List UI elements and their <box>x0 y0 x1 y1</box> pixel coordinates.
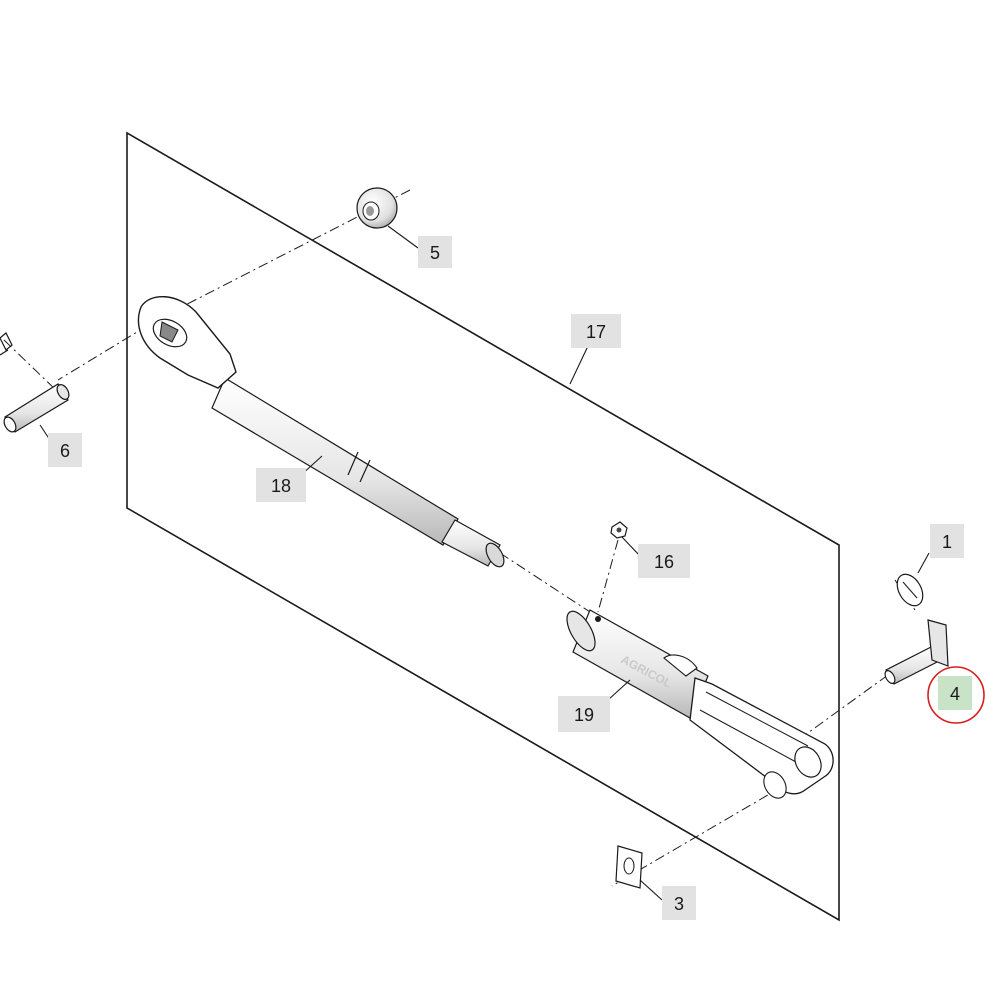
part-pin-right <box>884 619 949 685</box>
callout-label: 18 <box>271 476 291 496</box>
part-ball <box>356 187 398 229</box>
part-pin-left <box>3 383 70 433</box>
part-nut <box>610 521 628 539</box>
callout-18[interactable]: 18 <box>256 468 306 502</box>
callout-3[interactable]: 3 <box>662 886 696 920</box>
highlight-circle <box>927 666 985 724</box>
callout-label: 16 <box>654 552 674 572</box>
callout-4[interactable]: 4 <box>927 666 985 724</box>
callout-19[interactable]: 19 <box>558 696 610 732</box>
part-clevis-tube: AGRICOL <box>566 609 834 799</box>
callout-label: 4 <box>950 684 960 704</box>
assembly-panel <box>126 131 840 922</box>
callout-label: 1 <box>942 532 952 552</box>
callout-label: 3 <box>674 894 684 914</box>
leader-lines <box>39 225 951 901</box>
part-rod <box>137 295 505 568</box>
callout-6[interactable]: 6 <box>48 433 82 467</box>
callout-label: 6 <box>60 441 70 461</box>
callout-5[interactable]: 5 <box>418 236 452 268</box>
callout-label: 17 <box>586 322 606 342</box>
callout-label: 19 <box>574 705 594 725</box>
callout-16[interactable]: 16 <box>638 544 690 578</box>
part-clip <box>615 845 643 889</box>
part-edge-fragment <box>0 332 13 356</box>
callout-label: 5 <box>430 243 440 263</box>
part-ring <box>896 573 924 607</box>
callout-17[interactable]: 17 <box>571 314 621 348</box>
callout-1[interactable]: 1 <box>930 524 964 558</box>
